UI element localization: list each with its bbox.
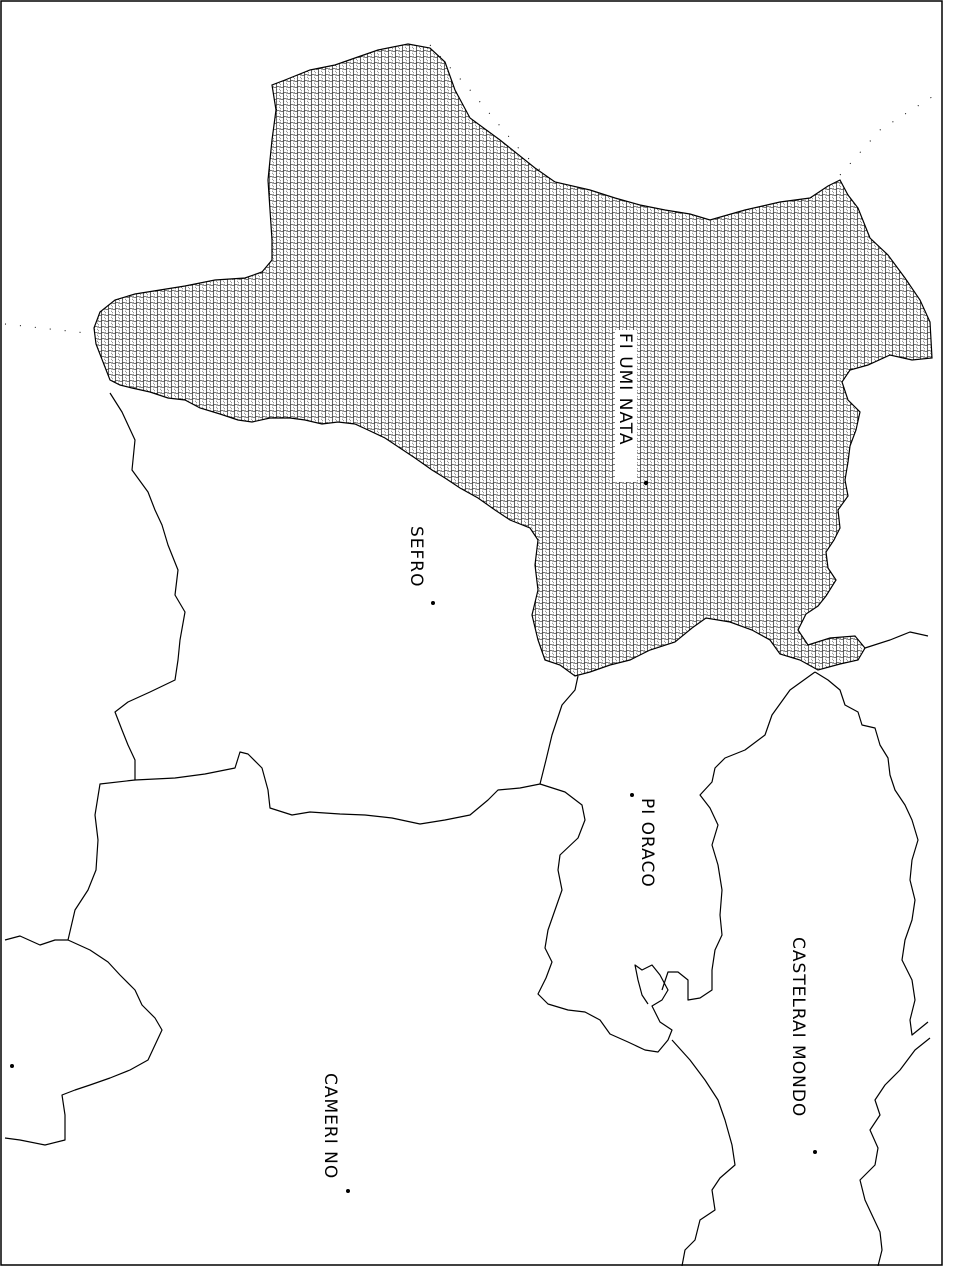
dotted-boundary-east (839, 94, 936, 176)
label-pioraco: PI ORACO (637, 798, 657, 888)
border-castelraimondo-southeast (859, 1037, 931, 1266)
border-pioraco-castelraimondo (661, 671, 816, 1001)
label-sefro: SEFRO (406, 526, 426, 588)
town-sefro (431, 601, 435, 605)
town-castelraimondo (813, 1150, 817, 1154)
town-camerino (346, 1189, 350, 1193)
border-camerino-castelraimondo (671, 1039, 736, 1266)
label-background-fiuminata (615, 330, 637, 482)
border-sefro (109, 392, 579, 825)
border-southwest (4, 935, 68, 946)
town-pioraco (630, 793, 634, 797)
town-fiuminata (643, 480, 649, 486)
border-camerino-west (4, 779, 163, 1146)
dotted-boundary-west (4, 323, 96, 335)
border-castelraimondo-north (864, 631, 929, 649)
label-castelraimondo: CASTELRAI MONDO (788, 937, 808, 1117)
dotted-boundary-north (429, 44, 541, 171)
label-camerino: CAMERI NO (320, 1073, 340, 1179)
town-unnamed (10, 1064, 14, 1068)
border-pioraco-west (537, 783, 673, 1053)
border-castelraimondo-east (814, 671, 929, 1036)
region-fiuminata[interactable] (93, 43, 933, 677)
label-fiuminata: FI UMI NATA (615, 333, 635, 445)
